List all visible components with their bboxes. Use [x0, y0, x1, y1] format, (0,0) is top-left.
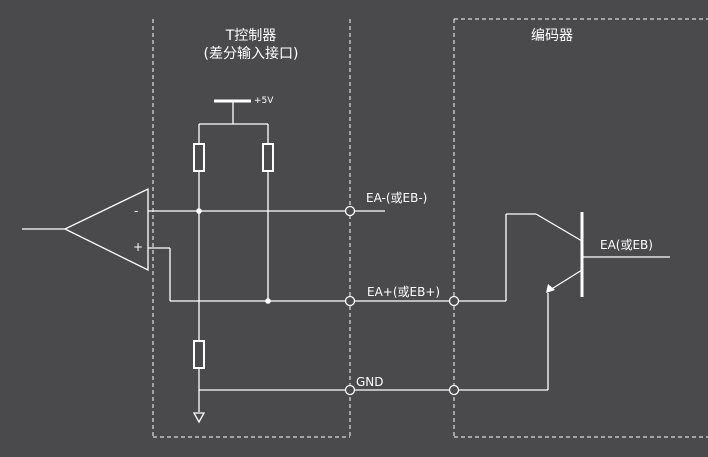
terminal-ea-plus-controller — [344, 295, 356, 307]
junction-dot — [265, 298, 271, 304]
controller-title: T控制器 — [225, 28, 277, 44]
transistor — [535, 212, 670, 297]
encoder-boundary — [453, 18, 708, 438]
ea-plus-line — [170, 213, 536, 302]
ground-symbol-icon — [192, 412, 206, 424]
encoder-title: 编码器 — [531, 28, 573, 44]
resistor-r3 — [193, 340, 205, 369]
ea-plus-label: EA+(或EB+) — [367, 285, 440, 299]
ea-minus-label: EA-(或EB-) — [366, 191, 427, 205]
controller-subtitle: (差分输入接口) — [204, 45, 299, 62]
encoder-output-label: EA(或EB) — [600, 238, 653, 252]
resistor-r1 — [193, 143, 205, 211]
gnd-line — [198, 293, 549, 412]
opamp — [22, 187, 199, 301]
resistor-r2 — [262, 143, 274, 301]
terminal-ea-minus — [344, 205, 356, 217]
opamp-minus-label: - — [134, 204, 138, 218]
emitter-arrow-icon — [546, 284, 555, 293]
terminal-gnd-encoder — [448, 384, 460, 396]
gnd-label: GND — [356, 375, 384, 389]
opamp-plus-label: + — [133, 240, 143, 254]
supply-rail — [198, 99, 269, 144]
terminal-ea-plus-encoder — [448, 295, 460, 307]
controller-boundary — [152, 19, 351, 438]
terminal-gnd-controller — [344, 384, 356, 396]
supply-label: +5V — [254, 96, 274, 106]
